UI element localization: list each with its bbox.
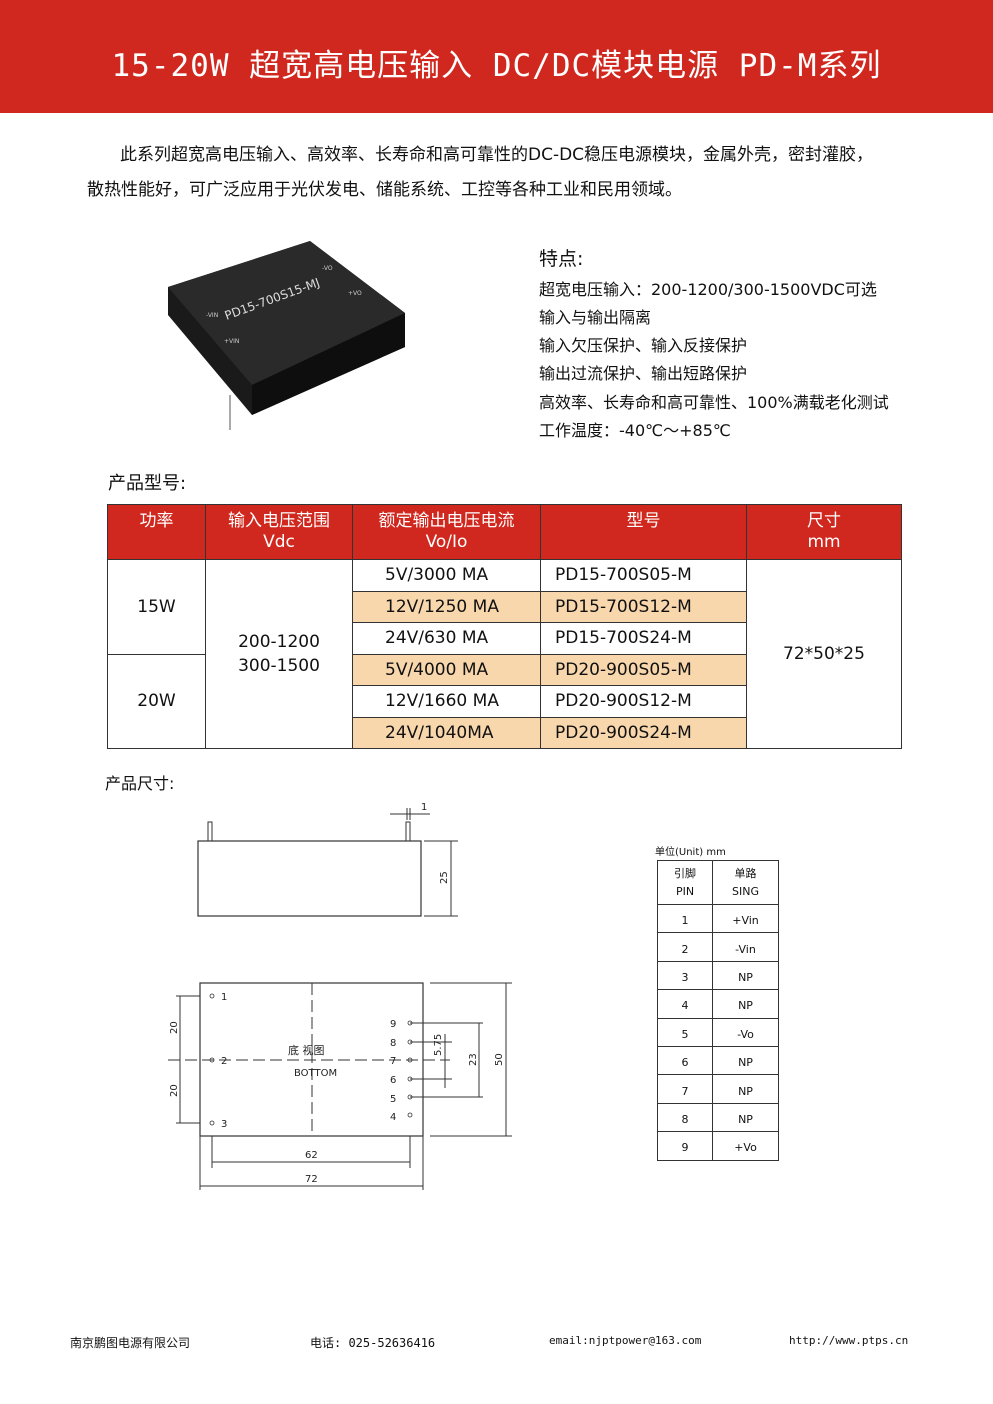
output-cell: 5V/3000 MA <box>352 559 541 592</box>
footer-phone: 电话: 025-52636416 <box>310 1336 436 1350</box>
pin-row: 5-Vo <box>657 1017 779 1047</box>
bottom-view-label-en: BOTTOM <box>294 1068 337 1079</box>
intro-line-1: 此系列超宽高电压输入、高效率、长寿命和高可靠性的DC-DC稳压电源模块，金属外壳… <box>120 145 874 165</box>
feature-item: 工作温度：-40℃～+85℃ <box>539 421 731 440</box>
models-title: 产品型号: <box>108 473 187 494</box>
dim-label: 25 <box>439 871 450 884</box>
model-cell: PD20-900S24-M <box>540 716 747 749</box>
size-cell: 72*50*25 <box>746 559 902 749</box>
model-cell: PD20-900S12-M <box>540 685 747 718</box>
power-cell: 15W <box>107 559 206 655</box>
power-cell: 20W <box>107 653 206 749</box>
unit-label: 单位(Unit) mm <box>655 847 726 858</box>
col-header-model: 型号 <box>540 504 747 560</box>
dim-label: 20 <box>169 1084 180 1097</box>
product-photo: PD15-700S15-MJ -VIN +VIN -VO +VO <box>168 241 405 430</box>
feature-item: 输入欠压保护、输入反接保护 <box>539 336 748 355</box>
model-cell: PD15-700S12-M <box>540 590 747 623</box>
photo-pin-label: +VO <box>348 290 362 297</box>
output-cell: 24V/1040MA <box>352 716 541 749</box>
footer-email[interactable]: email:njptpower@163.com <box>549 1334 702 1347</box>
pin-row: 9+Vo <box>657 1131 779 1161</box>
model-cell: PD15-700S05-M <box>540 559 747 592</box>
col-header-power: 功率 <box>107 504 206 560</box>
feature-item: 输出过流保护、输出短路保护 <box>539 364 748 383</box>
photo-pin-label: -VO <box>322 265 333 272</box>
dim-label: 62 <box>305 1150 318 1161</box>
col-header-output: 额定输出电压电流 Vo/Io <box>352 504 541 560</box>
pin-row: 2-Vin <box>657 932 779 962</box>
photo-pin-label: -VIN <box>206 312 218 319</box>
pin-label: 2 <box>221 1056 227 1067</box>
model-table: 功率 输入电压范围 Vdc 额定输出电压电流 Vo/Io 型号 尺寸 mm 15… <box>107 504 902 749</box>
feature-item: 输入与输出隔离 <box>539 308 652 327</box>
pin-label: 6 <box>390 1075 396 1086</box>
footer-url[interactable]: http://www.ptps.cn <box>789 1334 909 1347</box>
dim-label: 1 <box>421 802 427 813</box>
output-cell: 5V/4000 MA <box>352 653 541 686</box>
dim-label: 50 <box>494 1053 505 1066</box>
pin-label: 7 <box>390 1056 396 1067</box>
dim-label: 5.75 <box>433 1034 444 1056</box>
pin-label: 5 <box>390 1094 396 1105</box>
col-header-size: 尺寸 mm <box>746 504 902 560</box>
bottom-view-label: 底 视图 <box>288 1043 325 1057</box>
pin-label: 4 <box>390 1112 396 1123</box>
dimensions-title: 产品尺寸: <box>105 774 175 793</box>
model-cell: PD20-900S05-M <box>540 653 747 686</box>
page-title: 15-20W 超宽高电压输入 DC/DC模块电源 PD-M系列 <box>111 48 882 84</box>
features-title: 特点: <box>539 248 584 270</box>
footer-company: 南京鹏图电源有限公司 <box>70 1336 191 1350</box>
feature-item: 超宽电压输入：200-1200/300-1500VDC可选 <box>539 280 877 299</box>
feature-item: 高效率、长寿命和高可靠性、100%满载老化测试 <box>539 393 889 412</box>
pin-label: 8 <box>390 1038 396 1049</box>
dim-label: 20 <box>169 1021 180 1034</box>
output-cell: 12V/1250 MA <box>352 590 541 623</box>
pin-label: 3 <box>221 1119 227 1130</box>
photo-pin-label: +VIN <box>224 338 239 345</box>
dim-label: 23 <box>468 1053 479 1066</box>
pin-row: 1+Vin <box>657 903 779 934</box>
intro-line-2: 散热性能好，可广泛应用于光伏发电、储能系统、工控等各种工业和民用领域。 <box>87 180 682 200</box>
header-banner <box>0 0 993 113</box>
pin-label: 9 <box>390 1019 396 1030</box>
dim-label: 72 <box>305 1174 318 1185</box>
pin-label: 1 <box>221 992 227 1003</box>
